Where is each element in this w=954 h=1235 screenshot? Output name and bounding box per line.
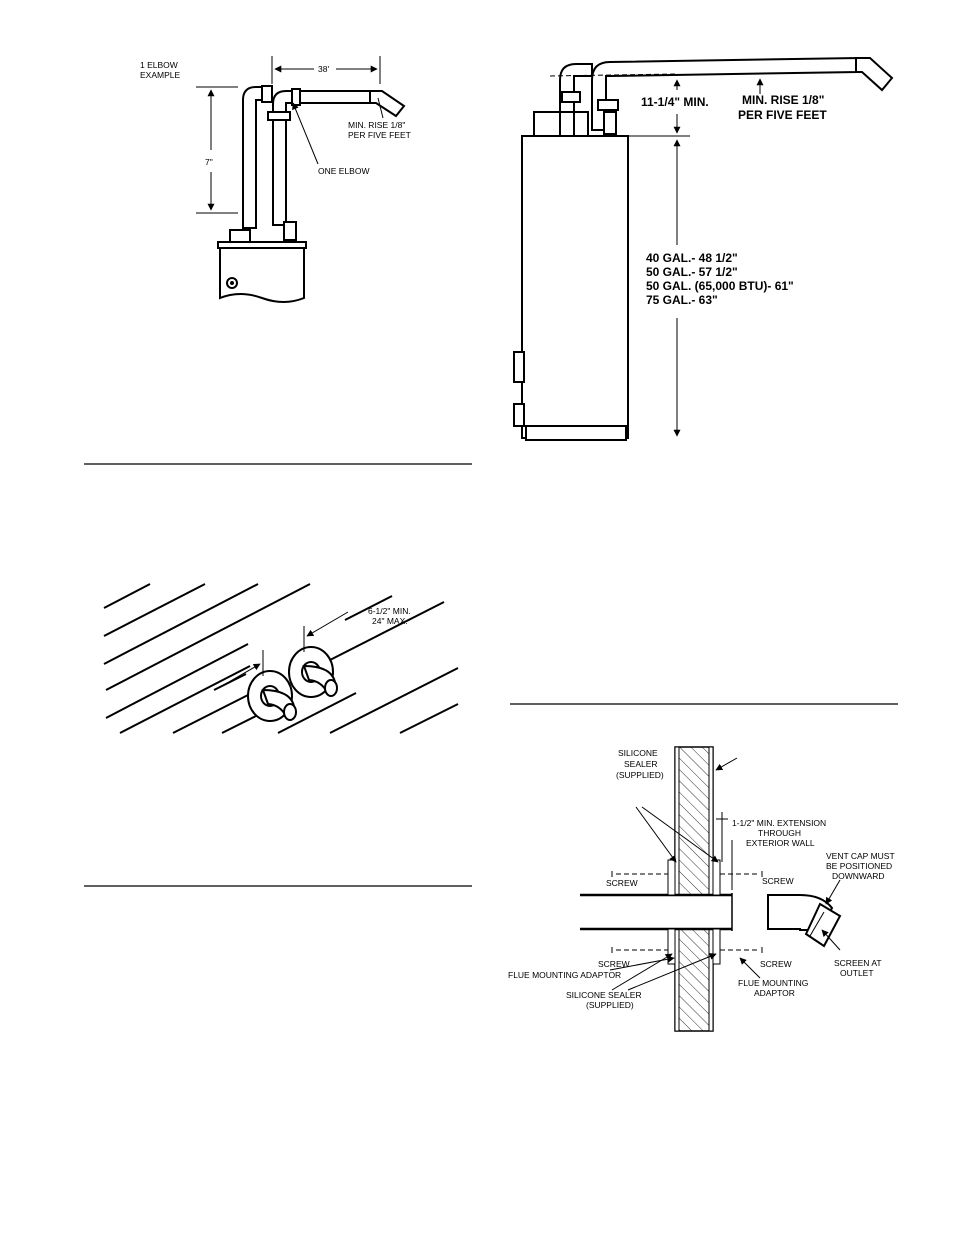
fig4-sealer-top-line1: SILICONE (618, 748, 658, 758)
fig4-vent-cap-line3: DOWNWARD (832, 871, 885, 881)
fig3-rise-line2: PER FIVE FEET (738, 108, 827, 122)
fig1-title-line1: 1 ELBOW (140, 60, 178, 70)
fig3-height-50gal-65000btu: 50 GAL. (65,000 BTU)- 61" (646, 279, 794, 293)
fig2-dimension-line2: 24" MAX. (372, 616, 408, 626)
figure-wall-terminations: 6-1/2" MIN. 24" MAX. (103, 583, 459, 734)
fig2-dimension-line1: 6-1/2" MIN. (368, 606, 411, 616)
fig3-height-50gal: 50 GAL.- 57 1/2" (646, 265, 738, 279)
figure-heater-heights: 11-1/4" MIN. MIN. RISE 1/8" PER FIVE FEE… (513, 56, 894, 441)
fig4-screw-bottom-right: SCREW (760, 959, 792, 969)
figure-wall-penetration: SILICONE SEALER (SUPPLIED) 1-1/2" MIN. E… (508, 746, 895, 1032)
fig4-sealer-top-line3: (SUPPLIED) (616, 770, 664, 780)
fig4-screen-line2: OUTLET (840, 968, 874, 978)
fig4-sealer-bottom-line1: SILICONE SEALER (566, 990, 642, 1000)
fig1-elbow-label: ONE ELBOW (318, 166, 369, 176)
fig3-rise-line1: MIN. RISE 1/8" (742, 93, 824, 107)
fig4-vent-cap-line2: BE POSITIONED (826, 861, 892, 871)
fig4-screw-top-right: SCREW (762, 876, 794, 886)
fig4-screw-bottom-left: SCREW (598, 959, 630, 969)
fig4-screen-line1: SCREEN AT (834, 958, 882, 968)
fig4-screw-top-left: SCREW (606, 878, 638, 888)
fig4-sealer-bottom-line2: (SUPPLIED) (586, 1000, 634, 1010)
fig1-horizontal-dimension: 38' (318, 64, 329, 74)
fig4-sealer-top-line2: SEALER (624, 759, 658, 769)
fig4-extension-line1: 1-1/2" MIN. EXTENSION (732, 818, 826, 828)
fig3-height-40gal: 40 GAL.- 48 1/2" (646, 251, 738, 265)
fig4-extension-line3: EXTERIOR WALL (746, 838, 815, 848)
figure-one-elbow-example: 1 ELBOW EXAMPLE 38' 7" MIN. RISE 1/8" (140, 56, 411, 303)
fig4-flue-adaptor-right-line1: FLUE MOUNTING (738, 978, 808, 988)
fig4-extension-line2: THROUGH (758, 828, 801, 838)
fig4-flue-adaptor-right-line2: ADAPTOR (754, 988, 795, 998)
fig4-vent-cap-line1: VENT CAP MUST (826, 851, 895, 861)
fig4-flue-adaptor-left: FLUE MOUNTING ADAPTOR (508, 970, 621, 980)
fig1-rise-line2: PER FIVE FEET (348, 130, 411, 140)
fig1-vertical-dimension: 7" (205, 157, 213, 167)
fig1-rise-line1: MIN. RISE 1/8" (348, 120, 405, 130)
fig1-title-line2: EXAMPLE (140, 70, 180, 80)
fig3-height-75gal: 75 GAL.- 63" (646, 293, 718, 307)
fig3-min-height: 11-1/4" MIN. (641, 95, 709, 109)
